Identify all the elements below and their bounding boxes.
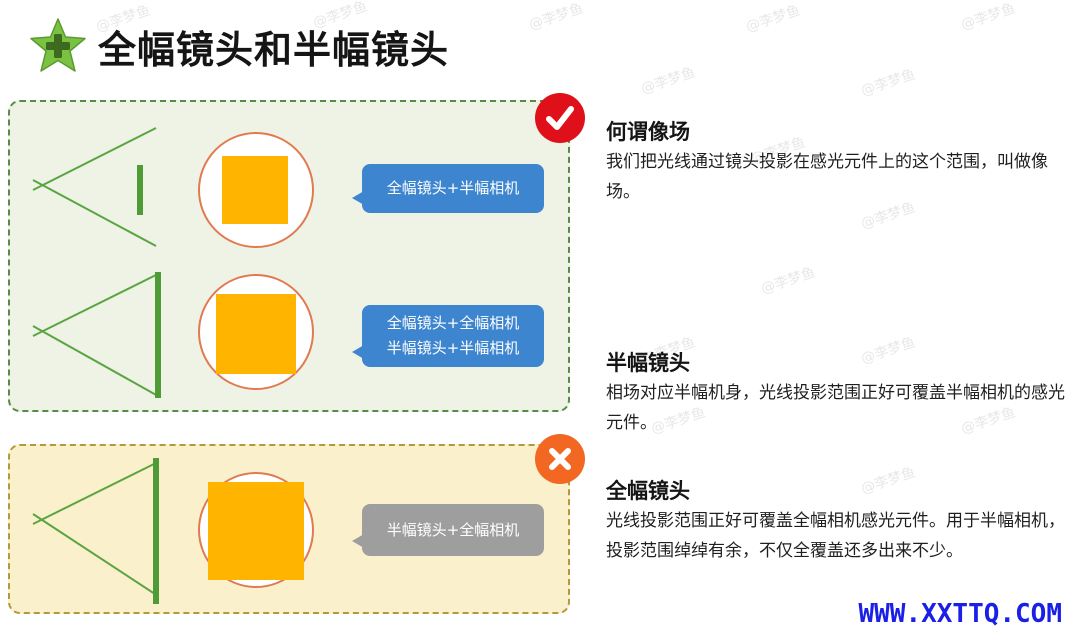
cross-icon <box>549 448 571 470</box>
page-title: 全幅镜头和半幅镜头 <box>28 14 449 78</box>
image-circle-diagram-1 <box>198 132 314 248</box>
image-circle-diagram-2 <box>198 274 314 390</box>
combination-label-1: 全幅镜头+半幅相机 <box>352 164 544 213</box>
section-body: 我们把光线通过镜头投影在感光元件上的这个范围，叫做像场。 <box>606 152 1048 202</box>
lens-diagram-1 <box>32 127 157 247</box>
watermark: @李梦鱼 <box>859 66 918 100</box>
title-text: 全幅镜头和半幅镜头 <box>98 27 450 72</box>
section-body: 光线投影范围正好可覆盖全幅相机感光元件。用于半幅相机，投影范围绰绰有余，不仅全覆… <box>606 511 1065 561</box>
watermark: @李梦鱼 <box>744 2 803 36</box>
combination-label-line: 全幅镜头+半幅相机 <box>386 179 520 197</box>
section-title: 全幅镜头 <box>606 479 690 503</box>
combination-label-line: 半幅镜头+半幅相机 <box>386 339 520 357</box>
watermark: @李梦鱼 <box>759 264 818 298</box>
section-title: 半幅镜头 <box>606 351 690 375</box>
section-half-frame-lens: 半幅镜头 相场对应半幅机身，光线投影范围正好可覆盖半幅相机的感光元件。 <box>606 348 1066 438</box>
correct-badge <box>535 93 585 143</box>
combination-label-3: 半幅镜头+全幅相机 <box>352 504 544 556</box>
lens-diagram-2 <box>32 272 161 398</box>
watermark: @李梦鱼 <box>639 64 698 98</box>
section-title: 何谓像场 <box>606 120 690 144</box>
watermark: @李梦鱼 <box>959 0 1018 34</box>
site-url: WWW.XXTTQ.COM <box>858 599 1063 629</box>
lens-diagram-3 <box>32 458 159 604</box>
combination-label-line: 全幅镜头+全幅相机 <box>386 314 520 332</box>
combination-label-line: 半幅镜头+全幅相机 <box>386 520 520 539</box>
wrong-badge <box>535 434 585 484</box>
watermark: @李梦鱼 <box>527 0 586 34</box>
section-body: 相场对应半幅机身，光线投影范围正好可覆盖半幅相机的感光元件。 <box>606 383 1065 433</box>
combination-label-2: 全幅镜头+全幅相机 半幅镜头+半幅相机 <box>352 305 544 367</box>
check-icon <box>546 106 574 130</box>
section-full-frame-lens: 全幅镜头 光线投影范围正好可覆盖全幅相机感光元件。用于半幅相机，投影范围绰绰有余… <box>606 476 1066 566</box>
section-image-field: 何谓像场 我们把光线通过镜头投影在感光元件上的这个范围，叫做像场。 <box>606 117 1066 207</box>
star-plus-icon <box>30 18 86 72</box>
image-circle-diagram-3 <box>198 472 314 588</box>
